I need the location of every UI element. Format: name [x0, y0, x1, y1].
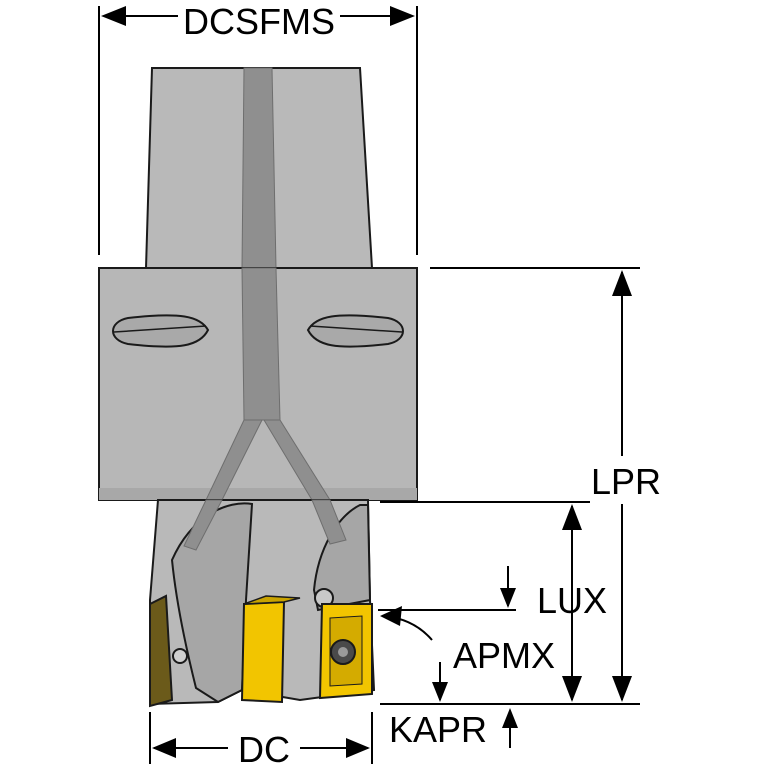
flange-slot-left	[112, 314, 210, 348]
dcsfms-label: DCSFMS	[183, 1, 335, 42]
lux-arrow-bottom	[562, 676, 582, 702]
lux-arrow-top	[562, 504, 582, 530]
coolant-channel-middle	[241, 267, 281, 421]
kapr-arrow	[502, 708, 518, 728]
apmx-arrow-top	[500, 588, 516, 608]
kapr-angle-arrow	[380, 606, 402, 626]
lux-label: LUX	[537, 580, 607, 621]
insert-screw-center	[338, 647, 348, 657]
dc-arrow-left	[152, 738, 176, 758]
lpr-arrow-bottom	[612, 676, 632, 702]
dcsfms-arrow-right	[390, 6, 415, 26]
insert-center	[240, 600, 286, 704]
coolant-branch-right-lower	[311, 499, 347, 545]
kapr-label: KAPR	[389, 709, 487, 750]
lpr-arrow-top	[612, 270, 632, 296]
insert-left-edge	[149, 594, 174, 708]
lpr-label: LPR	[591, 461, 661, 502]
coolant-branch-left-lower	[183, 499, 223, 551]
flute-right	[312, 504, 372, 612]
apmx-label: APMX	[453, 635, 555, 676]
dcsfms-arrow-left	[101, 6, 126, 26]
screw-hole	[172, 648, 188, 664]
dc-label: DC	[238, 729, 290, 767]
insert-center-top	[243, 595, 301, 605]
coolant-channel-upper	[241, 67, 277, 269]
flange-slot-right	[306, 314, 404, 348]
apmx-arrow-bottom	[432, 682, 448, 702]
dc-arrow-right	[346, 738, 370, 758]
flange-bottom-edge	[99, 488, 417, 500]
